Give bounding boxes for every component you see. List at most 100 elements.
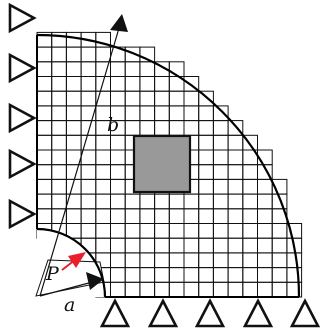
mesh-cell: [257, 237, 273, 254]
mesh-cell: [95, 223, 112, 239]
mesh-cell: [154, 120, 170, 136]
mesh-cell: [242, 178, 259, 195]
mesh-cell: [154, 223, 170, 239]
mesh-cell: [271, 178, 288, 195]
mesh-cell: [80, 223, 97, 239]
bottom-roller-support: [147, 298, 179, 328]
mesh-cell: [95, 237, 112, 254]
mesh-cell: [212, 208, 229, 225]
mesh-cell: [227, 134, 244, 151]
mesh-cell: [139, 90, 156, 107]
mesh-cell: [80, 164, 97, 180]
mesh-cell: [168, 105, 185, 122]
mesh-cell: [110, 237, 126, 254]
mesh-cell: [257, 208, 273, 225]
mesh-cell: [65, 61, 82, 77]
left-roller-support: [8, 148, 37, 180]
mesh-cell: [286, 223, 303, 239]
left-roller-supports: [8, 2, 37, 230]
mesh-cell: [183, 208, 200, 225]
mesh-cell: [257, 178, 273, 195]
outer-arc-boundary: [36, 33, 301, 298]
mesh-cell: [110, 252, 126, 269]
mesh-cell: [51, 76, 67, 92]
mesh-cell: [95, 134, 112, 151]
mesh-cell: [183, 223, 200, 239]
mesh-cell: [198, 237, 214, 254]
mesh-cell: [227, 120, 244, 136]
mesh-cell: [124, 252, 141, 269]
mesh-cell: [110, 149, 126, 166]
mesh-cell: [110, 61, 126, 77]
mesh-cell: [51, 193, 67, 210]
left-roller-support: [8, 102, 37, 134]
mesh-cell: [139, 237, 156, 254]
mesh-cell: [257, 193, 273, 210]
mesh-cell: [51, 61, 67, 77]
mesh-cell: [139, 252, 156, 269]
radius-b-arrowhead: [110, 14, 128, 32]
mesh-cell: [51, 134, 67, 151]
mesh-cell: [36, 164, 53, 180]
mesh-cell: [183, 105, 200, 122]
mesh-cell: [95, 46, 112, 63]
mesh-cell: [139, 208, 156, 225]
mesh-cell: [36, 120, 53, 136]
mesh-cell: [124, 208, 141, 225]
mesh-cell: [65, 105, 82, 122]
mesh-cell: [65, 90, 82, 107]
mesh-cell: [110, 134, 126, 151]
mesh-cell: [227, 237, 244, 254]
mesh-cell: [36, 178, 53, 195]
left-roller-support: [8, 52, 37, 84]
mesh-cell: [154, 237, 170, 254]
mesh-cell: [271, 237, 288, 254]
mesh-cell: [65, 76, 82, 92]
mesh-cell: [242, 223, 259, 239]
mesh-cell: [139, 76, 156, 92]
mesh-cell: [183, 237, 200, 254]
mesh-cell: [51, 105, 67, 122]
mesh-cell: [227, 208, 244, 225]
mesh-cell: [212, 134, 229, 151]
mesh-cell: [51, 90, 67, 107]
mesh-cell: [168, 90, 185, 107]
bottom-roller-supports: [99, 298, 320, 328]
mesh-cell: [257, 281, 273, 298]
mesh-cell: [36, 134, 53, 151]
mesh-cell: [124, 105, 141, 122]
mesh-cell: [242, 164, 259, 180]
mesh-cell: [95, 31, 112, 48]
mesh-cell: [51, 120, 67, 136]
mesh-cell: [198, 134, 214, 151]
mesh-cell: [110, 223, 126, 239]
mesh-cell: [154, 193, 170, 210]
mesh-cell: [51, 208, 67, 225]
mesh-cell: [95, 149, 112, 166]
mesh-cell: [65, 46, 82, 63]
mesh-cell: [212, 267, 229, 283]
mesh-cell: [154, 208, 170, 225]
mesh-cell: [198, 223, 214, 239]
mesh-cell: [257, 223, 273, 239]
mesh-cell: [124, 281, 141, 298]
mesh-cell: [212, 120, 229, 136]
mesh-cell: [154, 90, 170, 107]
mesh-cell: [95, 193, 112, 210]
bottom-roller-support: [194, 298, 226, 328]
mesh-cell: [183, 193, 200, 210]
mesh-cell: [139, 105, 156, 122]
mesh-cell: [80, 208, 97, 225]
mesh-cell: [124, 223, 141, 239]
mesh-cell: [95, 178, 112, 195]
mesh-cell: [212, 149, 229, 166]
bottom-roller-support: [99, 298, 131, 328]
mesh-cell: [227, 149, 244, 166]
mesh-cell: [110, 267, 126, 283]
mesh-cell: [198, 252, 214, 269]
mesh-cell: [65, 208, 82, 225]
mesh-cell: [168, 193, 185, 210]
label-p: P: [45, 263, 60, 285]
mesh-cell: [168, 120, 185, 136]
